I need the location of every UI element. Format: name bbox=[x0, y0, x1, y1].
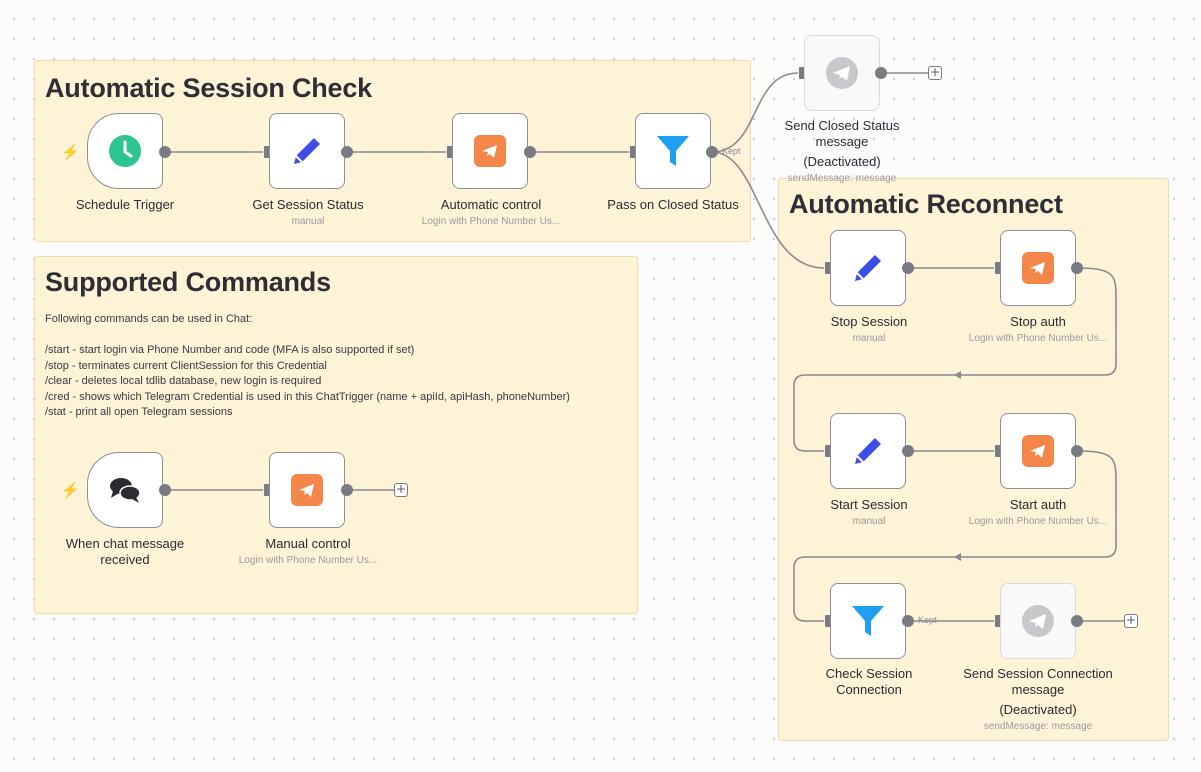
command-cred: /cred - shows which Telegram Credential … bbox=[45, 390, 570, 403]
node-automatic-control[interactable] bbox=[452, 113, 528, 189]
telegram-icon bbox=[1022, 252, 1054, 284]
arrow-marker bbox=[954, 371, 961, 379]
pencil-icon bbox=[855, 438, 881, 464]
node-subtitle: manual bbox=[852, 333, 886, 344]
clock-icon bbox=[109, 135, 141, 167]
node-label: Check Session Connection bbox=[825, 666, 913, 697]
node-subtitle: Login with Phone Number Us... bbox=[238, 555, 378, 566]
connection bbox=[711, 151, 825, 269]
node-subtitle: Login with Phone Number Us... bbox=[968, 516, 1108, 527]
edge-label-kept: Kept bbox=[722, 146, 741, 156]
node-stop-session[interactable] bbox=[830, 230, 906, 306]
input-handle[interactable] bbox=[995, 615, 1002, 627]
input-handle[interactable] bbox=[447, 146, 454, 158]
output-handle[interactable] bbox=[1071, 262, 1083, 274]
command-start: /start - start login via Phone Number an… bbox=[45, 344, 415, 356]
output-handle[interactable] bbox=[159, 484, 171, 496]
input-handle[interactable] bbox=[264, 146, 271, 158]
input-handle[interactable] bbox=[630, 146, 637, 158]
node-label: Pass on Closed Status bbox=[607, 197, 739, 212]
node-label: Send Closed Status message bbox=[784, 118, 900, 149]
input-handle[interactable] bbox=[825, 615, 832, 627]
node-label: Stop Session bbox=[830, 314, 908, 329]
node-subtitle: manual bbox=[291, 216, 325, 227]
input-handle[interactable] bbox=[995, 262, 1002, 274]
add-node-button[interactable]: + bbox=[394, 482, 408, 497]
filter-icon bbox=[657, 136, 689, 166]
commands-text: Following commands can be used in Chat: … bbox=[45, 312, 570, 421]
sticky-title: Automatic Reconnect bbox=[789, 189, 1063, 219]
telegram-icon bbox=[291, 474, 323, 506]
node-label: When chat message received bbox=[65, 536, 185, 567]
node-label: Start auth bbox=[1009, 497, 1067, 512]
telegram-icon bbox=[474, 135, 506, 167]
arrow-marker bbox=[954, 553, 961, 561]
command-clear: /clear - deletes local tdlib database, n… bbox=[45, 375, 322, 387]
input-handle[interactable] bbox=[995, 445, 1002, 457]
node-subtitle: Login with Phone Number Us... bbox=[421, 216, 561, 227]
telegram-icon bbox=[1022, 435, 1054, 467]
node-stop-auth[interactable] bbox=[1000, 230, 1076, 306]
node-send-session-connection[interactable] bbox=[1000, 583, 1076, 659]
node-label: Manual control bbox=[265, 536, 351, 551]
node-label: Stop auth bbox=[1010, 314, 1066, 329]
output-handle[interactable] bbox=[159, 146, 171, 158]
node-get-session-status[interactable] bbox=[269, 113, 345, 189]
node-subtitle: sendMessage: message bbox=[983, 721, 1093, 732]
output-handle[interactable] bbox=[341, 484, 353, 496]
node-chat-trigger[interactable] bbox=[87, 452, 163, 528]
filter-icon bbox=[852, 606, 884, 636]
telegram-icon bbox=[826, 57, 858, 89]
input-handle[interactable] bbox=[264, 484, 271, 496]
output-handle[interactable] bbox=[524, 146, 536, 158]
chat-icon bbox=[110, 478, 141, 503]
node-label: Automatic control bbox=[440, 197, 542, 212]
node-subtitle: Login with Phone Number Us... bbox=[968, 333, 1108, 344]
input-handle[interactable] bbox=[825, 445, 832, 457]
add-node-button[interactable]: + bbox=[1124, 613, 1138, 628]
sticky-supported-commands[interactable]: Supported Commands Following commands ca… bbox=[34, 256, 638, 614]
output-handle[interactable] bbox=[341, 146, 353, 158]
pencil-icon bbox=[294, 138, 320, 164]
command-stop: /stop - terminates current ClientSession… bbox=[45, 359, 327, 372]
pencil-icon bbox=[855, 255, 881, 281]
node-label: Start Session bbox=[830, 497, 908, 512]
output-handle[interactable] bbox=[875, 67, 887, 79]
input-handle[interactable] bbox=[799, 67, 806, 79]
input-handle[interactable] bbox=[825, 262, 832, 274]
sticky-title: Automatic Session Check bbox=[45, 73, 372, 103]
node-schedule-trigger[interactable] bbox=[87, 113, 163, 189]
output-handle[interactable] bbox=[902, 445, 914, 457]
output-handle[interactable] bbox=[902, 262, 914, 274]
node-label: Send Session Connection message bbox=[963, 666, 1113, 697]
node-manual-control[interactable] bbox=[269, 452, 345, 528]
node-start-auth[interactable] bbox=[1000, 413, 1076, 489]
node-check-session-connection[interactable] bbox=[830, 583, 906, 659]
trigger-bolt-icon: ⚡ bbox=[61, 144, 80, 161]
connection bbox=[711, 72, 799, 153]
output-handle[interactable] bbox=[1071, 445, 1083, 457]
sticky-title: Supported Commands bbox=[45, 267, 331, 297]
output-handle[interactable] bbox=[1071, 615, 1083, 627]
node-start-session[interactable] bbox=[830, 413, 906, 489]
node-label: Get Session Status bbox=[252, 197, 364, 212]
edge-label-kept: Kept bbox=[918, 615, 937, 625]
output-handle[interactable] bbox=[706, 146, 718, 158]
commands-intro: Following commands can be used in Chat: bbox=[45, 313, 253, 325]
node-state-label: (Deactivated) bbox=[999, 702, 1077, 717]
output-handle[interactable] bbox=[902, 615, 914, 627]
node-state-label: (Deactivated) bbox=[803, 154, 881, 169]
node-send-closed-status[interactable] bbox=[804, 35, 880, 111]
add-node-button[interactable]: + bbox=[928, 65, 942, 80]
node-label: Schedule Trigger bbox=[75, 197, 175, 212]
node-subtitle: sendMessage: message bbox=[787, 173, 897, 184]
node-pass-on-closed-status[interactable] bbox=[635, 113, 711, 189]
telegram-icon bbox=[1022, 605, 1054, 637]
command-stat: /stat - print all open Telegram sessions bbox=[45, 406, 233, 418]
node-subtitle: manual bbox=[852, 516, 886, 527]
trigger-bolt-icon: ⚡ bbox=[61, 482, 80, 499]
